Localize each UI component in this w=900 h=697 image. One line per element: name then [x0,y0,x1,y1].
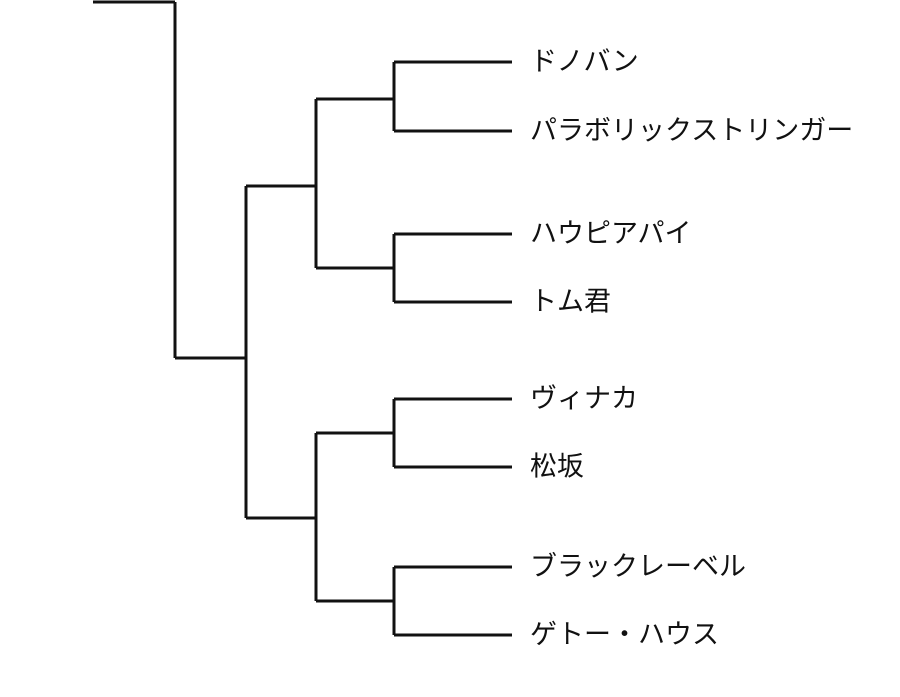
leaf-label-7: ブラックレーベル [530,551,746,583]
leaf-label-3: ハウピアパイ [530,218,692,250]
leaf-label-8: ゲトー・ハウス [530,619,719,651]
branch-group [93,0,396,635]
leaf-label-2: パラボリックストリンガー [530,115,854,147]
leaf-label-6: 松坂 [530,451,584,483]
leaf-label-4: トム君 [530,286,611,318]
leaf-label-1: ドノバン [530,46,639,78]
leaf-line-group [394,60,512,637]
leaf-label-5: ヴィナカ [530,383,638,415]
